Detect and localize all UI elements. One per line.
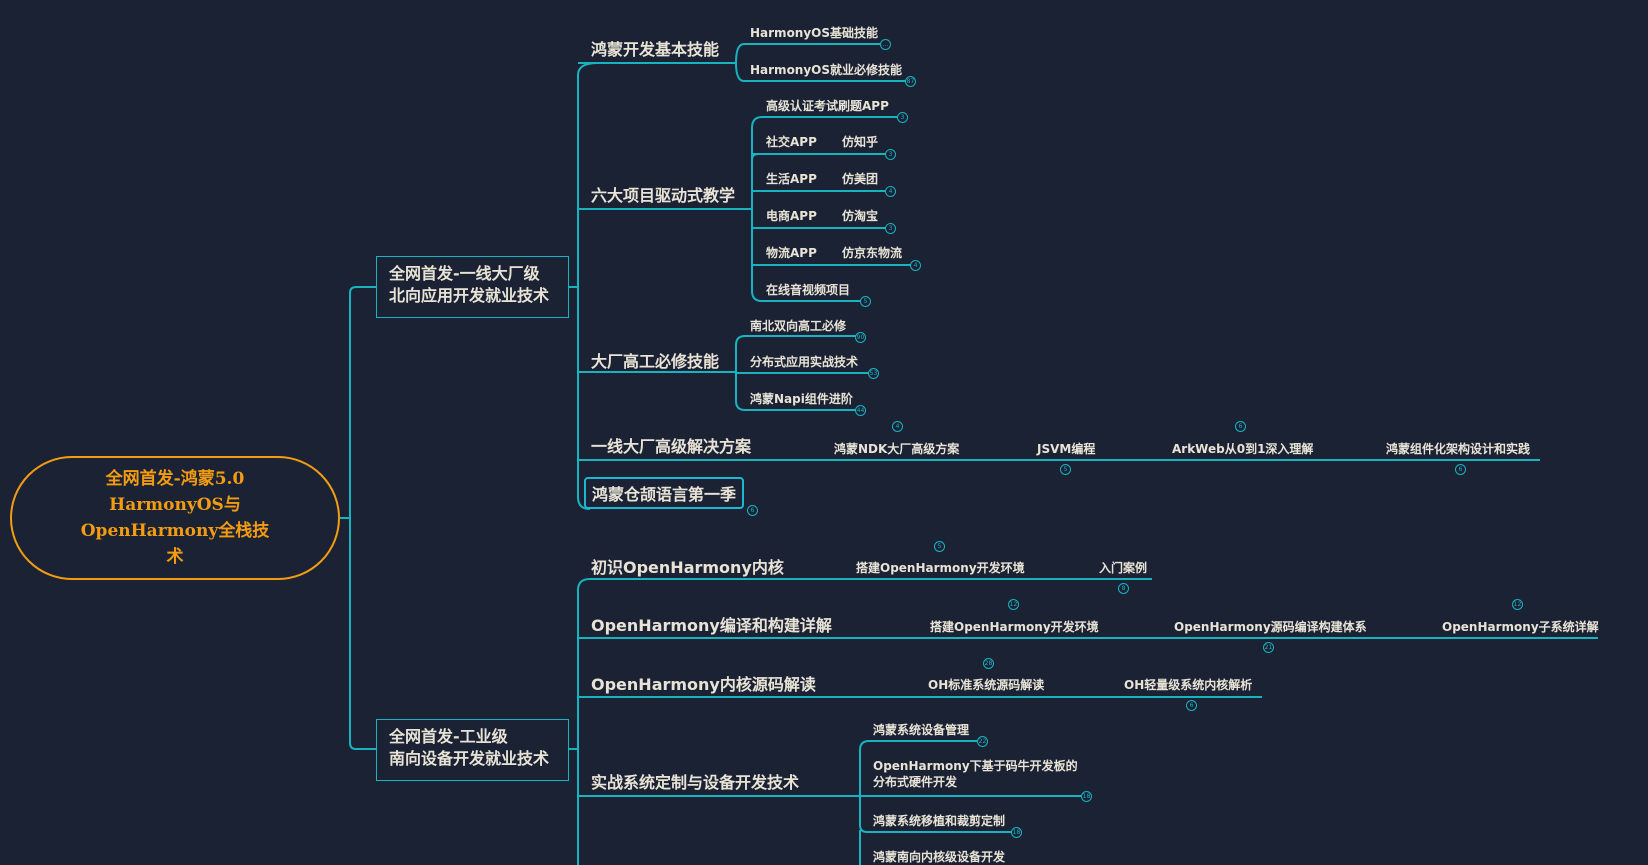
node-oh-build-system[interactable]: OpenHarmony源码编译构建体系	[1174, 620, 1367, 634]
badge-count[interactable]: 12	[1512, 599, 1523, 610]
badge-collapsed[interactable]: ...	[880, 39, 891, 50]
badge-count[interactable]: 44	[855, 405, 866, 416]
badge-count[interactable]: 18	[1081, 791, 1092, 802]
node-distributed-hardware-line-1: OpenHarmony下基于码牛开发板的	[873, 759, 1078, 773]
node-logistics-app-sub: 仿京东物流	[842, 246, 903, 260]
badge-count[interactable]: 21	[1263, 642, 1274, 653]
node-social-app[interactable]: 社交APP	[766, 135, 817, 149]
branch-north-line-2: 北向应用开发就业技术	[389, 286, 550, 305]
badge-count[interactable]: 5	[860, 296, 871, 307]
node-harmonyos-job-skills[interactable]: HarmonyOS就业必修技能	[750, 63, 903, 77]
badge-count[interactable]: 22	[977, 736, 988, 747]
node-harmonyos-basics[interactable]: HarmonyOS基础技能	[750, 26, 879, 40]
root-node[interactable]: 全网首发-鸿蒙5.0 HarmonyOS与 OpenHarmony全栈技 术	[10, 456, 340, 580]
badge-count[interactable]: 6	[1455, 464, 1466, 475]
badge-count[interactable]: 87	[905, 76, 916, 87]
badge-count[interactable]: 6	[1186, 700, 1197, 711]
root-line-4: 术	[166, 547, 184, 567]
node-port-and-trim[interactable]: 鸿蒙系统移植和裁剪定制	[873, 814, 1006, 828]
node-componentization[interactable]: 鸿蒙组件化架构设计和实践	[1386, 442, 1531, 456]
branch-south-device[interactable]: 全网首发-工业级 南向设备开发就业技术	[376, 719, 569, 781]
badge-count[interactable]: 90	[855, 332, 866, 343]
topic-senior-engineer-skills[interactable]: 大厂高工必修技能	[591, 352, 720, 371]
topic-cangjie-language[interactable]: 鸿蒙仓颉语言第一季	[584, 477, 745, 509]
node-napi-advanced[interactable]: 鸿蒙Napi组件进阶	[750, 392, 853, 406]
node-oh-subsystems[interactable]: OpenHarmony子系统详解	[1442, 620, 1599, 634]
branch-south-line-1: 全网首发-工业级	[389, 727, 508, 746]
topic-system-customization[interactable]: 实战系统定制与设备开发技术	[591, 773, 800, 792]
badge-count[interactable]: 12	[1008, 599, 1019, 610]
topic-harmony-basic-skills[interactable]: 鸿蒙开发基本技能	[591, 40, 720, 59]
topic-advanced-solutions[interactable]: 一线大厂高级解决方案	[591, 437, 752, 456]
node-arkweb[interactable]: ArkWeb从0到1深入理解	[1172, 442, 1314, 456]
node-life-app-sub: 仿美团	[842, 172, 879, 186]
badge-count[interactable]: 8	[1118, 583, 1129, 594]
node-distributed-hardware-line-2: 分布式硬件开发	[873, 775, 958, 789]
topic-six-projects[interactable]: 六大项目驱动式教学	[591, 186, 736, 205]
node-jsvm[interactable]: JSVM编程	[1037, 442, 1096, 456]
node-av-project[interactable]: 在线音视频项目	[766, 283, 851, 297]
topic-oh-kernel-intro[interactable]: 初识OpenHarmony内核	[591, 558, 784, 577]
root-line-2: HarmonyOS与	[109, 495, 241, 515]
node-social-app-sub: 仿知乎	[842, 135, 879, 149]
node-oh-env-setup-2[interactable]: 搭建OpenHarmony开发环境	[930, 620, 1099, 634]
branch-north-app[interactable]: 全网首发-一线大厂级 北向应用开发就业技术	[376, 256, 569, 318]
node-device-management[interactable]: 鸿蒙系统设备管理	[873, 723, 970, 737]
node-cert-exam-app[interactable]: 高级认证考试刷题APP	[766, 99, 889, 113]
topic-oh-kernel-source[interactable]: OpenHarmony内核源码解读	[591, 675, 816, 694]
node-distributed-app[interactable]: 分布式应用实战技术	[750, 355, 859, 369]
badge-count[interactable]: 5	[934, 541, 945, 552]
badge-count[interactable]: 28	[983, 658, 994, 669]
node-ecommerce-app-sub: 仿淘宝	[842, 209, 879, 223]
badge-count[interactable]: 18	[1011, 827, 1022, 838]
node-ndk-solution[interactable]: 鸿蒙NDK大厂高级方案	[834, 442, 960, 456]
node-kernel-device-dev[interactable]: 鸿蒙南向内核级设备开发	[873, 850, 1006, 864]
node-logistics-app[interactable]: 物流APP	[766, 246, 817, 260]
branch-south-line-2: 南向设备开发就业技术	[389, 749, 550, 768]
node-north-south-senior[interactable]: 南北双向高工必修	[750, 319, 847, 333]
node-distributed-hardware[interactable]: OpenHarmony下基于码牛开发板的 分布式硬件开发	[873, 758, 1078, 790]
node-ecommerce-app[interactable]: 电商APP	[766, 209, 817, 223]
badge-count[interactable]: 53	[868, 368, 879, 379]
badge-count[interactable]: 3	[897, 112, 908, 123]
root-line-1: 全网首发-鸿蒙5.0	[105, 469, 245, 489]
node-oh-lite-kernel[interactable]: OH轻量级系统内核解析	[1124, 678, 1253, 692]
badge-count[interactable]: 6	[747, 505, 758, 516]
node-oh-standard-source[interactable]: OH标准系统源码解读	[928, 678, 1045, 692]
topic-oh-build[interactable]: OpenHarmony编译和构建详解	[591, 616, 832, 635]
badge-count[interactable]: 4	[892, 421, 903, 432]
branch-north-line-1: 全网首发-一线大厂级	[389, 264, 540, 283]
node-oh-env-setup[interactable]: 搭建OpenHarmony开发环境	[856, 561, 1025, 575]
root-line-3: OpenHarmony全栈技	[80, 521, 270, 541]
badge-count[interactable]: 3	[885, 149, 896, 160]
badge-count[interactable]: 4	[910, 260, 921, 271]
badge-count[interactable]: 4	[885, 186, 896, 197]
node-life-app[interactable]: 生活APP	[766, 172, 817, 186]
badge-count[interactable]: 3	[885, 223, 896, 234]
badge-count[interactable]: 6	[1235, 421, 1246, 432]
node-intro-cases[interactable]: 入门案例	[1099, 561, 1148, 575]
badge-count[interactable]: 5	[1060, 464, 1071, 475]
